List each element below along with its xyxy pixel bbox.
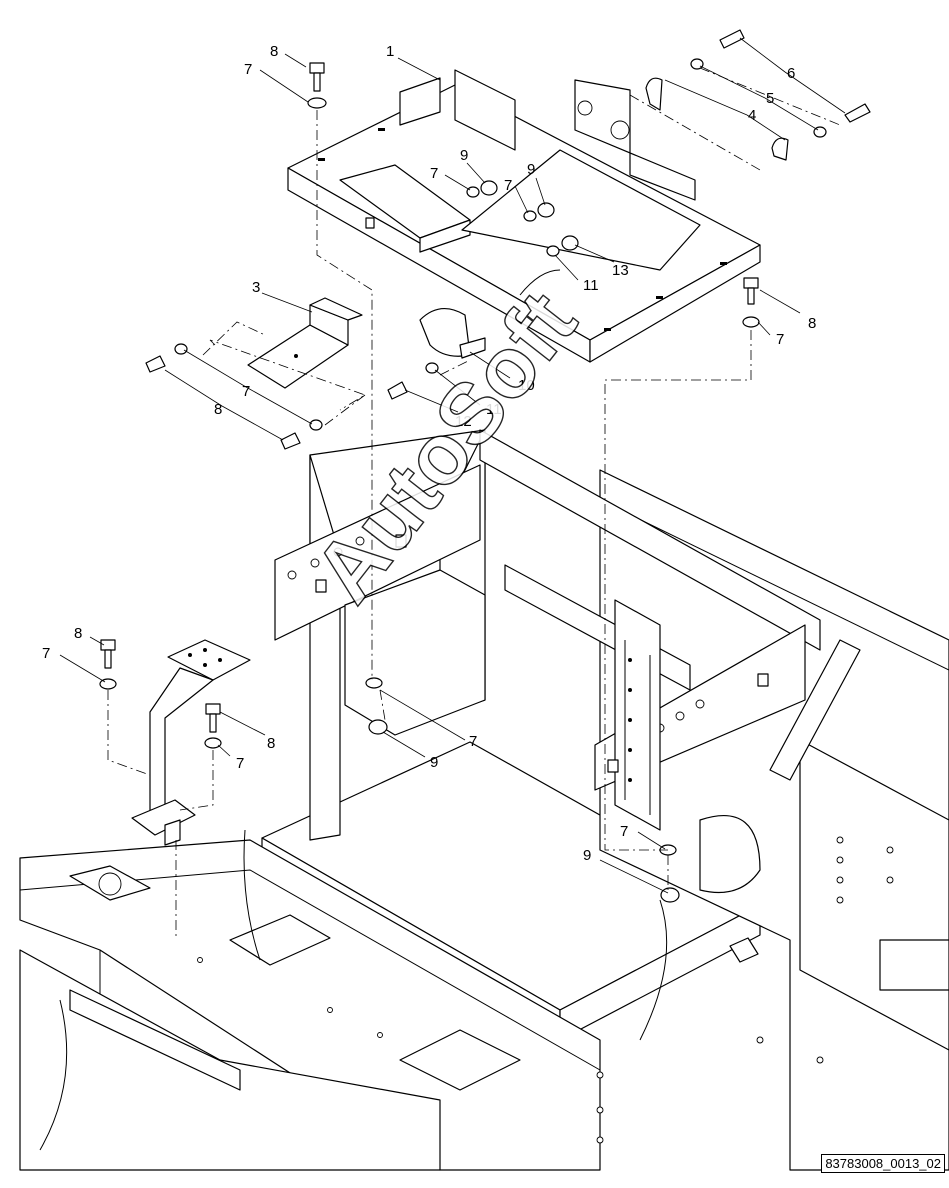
callout-8: 8 [267,735,275,752]
callout-7: 7 [244,61,252,78]
callout-7: 7 [620,823,628,840]
callout-11: 11 [583,277,599,294]
upright-frame [274,429,861,841]
callout-10: 10 [518,377,535,394]
callout-3: 3 [252,279,260,296]
callout-8: 8 [270,43,278,60]
tray-bracket-part-1 [287,69,761,363]
callout-13: 13 [612,262,629,279]
fasteners [99,29,871,903]
support-leg [131,639,251,846]
callout-labels: 1 3 4 5 6 7 8 7 9 7 9 13 11 8 7 7 8 10 1… [42,43,816,864]
callout-9: 9 [460,147,468,164]
callout-6: 6 [787,65,795,82]
callout-7: 7 [504,177,512,194]
callout-leader-lines [59,37,846,894]
callout-7: 7 [469,733,477,750]
callout-5: 5 [766,90,774,107]
callout-7: 7 [776,331,784,348]
callout-9: 9 [527,161,535,178]
chassis-frame [19,469,949,1171]
callout-7: 7 [430,165,438,182]
callout-8: 8 [74,625,82,642]
callout-9: 9 [583,847,591,864]
callout-7: 7 [236,755,244,772]
callout-7: 7 [42,645,50,662]
callout-11: 11 [486,401,502,418]
clamps-part-4 [645,77,789,161]
callout-9: 9 [430,754,438,771]
spacer-part-10 [419,308,486,359]
callout-7: 7 [242,383,250,400]
callout-12: 12 [455,413,472,430]
angle-bracket-part-3 [247,297,363,389]
callout-1: 1 [386,43,394,60]
callout-8: 8 [808,315,816,332]
assembly-center-lines [107,67,841,940]
drawing-number: 83783008_0013_02 [821,1154,945,1173]
frame-holes [197,836,894,1144]
callout-8: 8 [214,401,222,418]
callout-4: 4 [748,107,756,124]
